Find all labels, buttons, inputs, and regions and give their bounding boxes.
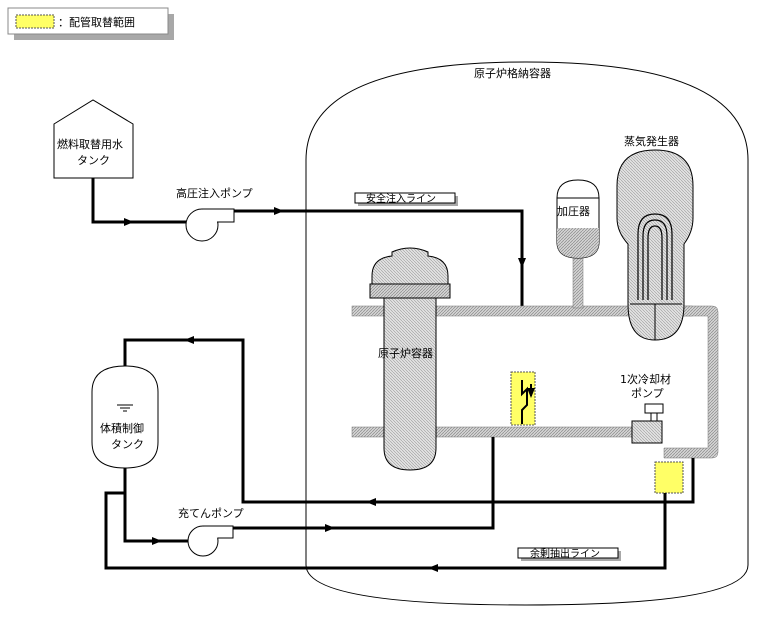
legend-label: ：配管取替範囲 [58, 15, 135, 29]
letdown-line-tag: 余剰抽出ライン [517, 547, 621, 561]
rcp-label-2: ポンプ [631, 387, 664, 400]
steam-generator-label: 蒸気発生器 [624, 134, 679, 148]
charging-pump: 充てんポンプ [178, 506, 244, 557]
letdown-pipe [104, 491, 667, 570]
steam-generator: 蒸気発生器 [616, 134, 694, 341]
legend: ：配管取替範囲 [7, 7, 174, 40]
charging-suction-pipe [123, 468, 188, 543]
letdown-line-label: 余剰抽出ライン [530, 547, 600, 560]
rwt-label-2: タンク [77, 154, 110, 167]
vct-label-1: 体積制御 [100, 421, 144, 435]
legend-swatch [15, 14, 55, 29]
rcp-label-1: 1次冷却材 [620, 372, 671, 386]
pressurizer-label: 加圧器 [557, 205, 590, 218]
safety-injection-line-label: 安全注入ライン [366, 192, 436, 205]
vct-label-2: タンク [111, 438, 144, 451]
charging-discharge-pipe [233, 502, 495, 530]
reactor-coolant-pump: 1次冷却材 ポンプ [620, 372, 671, 444]
hp-injection-pump-label: 高圧注入ポンプ [176, 186, 253, 200]
reactor-vessel-label: 原子炉容器 [378, 346, 433, 360]
rwt-suction-pipe [91, 178, 188, 224]
safety-injection-pipe [234, 209, 524, 310]
containment-vessel: 原子炉格納容器 [305, 61, 749, 606]
reactor-vessel: 原子炉容器 [369, 247, 451, 471]
containment-label: 原子炉格納容器 [474, 66, 551, 80]
pressurizer: 加圧器 [556, 179, 600, 259]
rwt-label-1: 燃料取替用水 [57, 137, 123, 151]
safety-injection-line-tag: 安全注入ライン [354, 192, 458, 206]
volume-control-tank: 体積制御 タンク [91, 365, 159, 469]
replacement-area-letdown [654, 461, 684, 494]
charging-pump-label: 充てんポンプ [178, 506, 244, 520]
primary-loop-piping [351, 251, 719, 459]
hp-injection-pump: 高圧注入ポンプ [176, 186, 253, 242]
vct-return-pipe [123, 338, 695, 504]
refueling-water-tank: 燃料取替用水 タンク [53, 99, 134, 179]
